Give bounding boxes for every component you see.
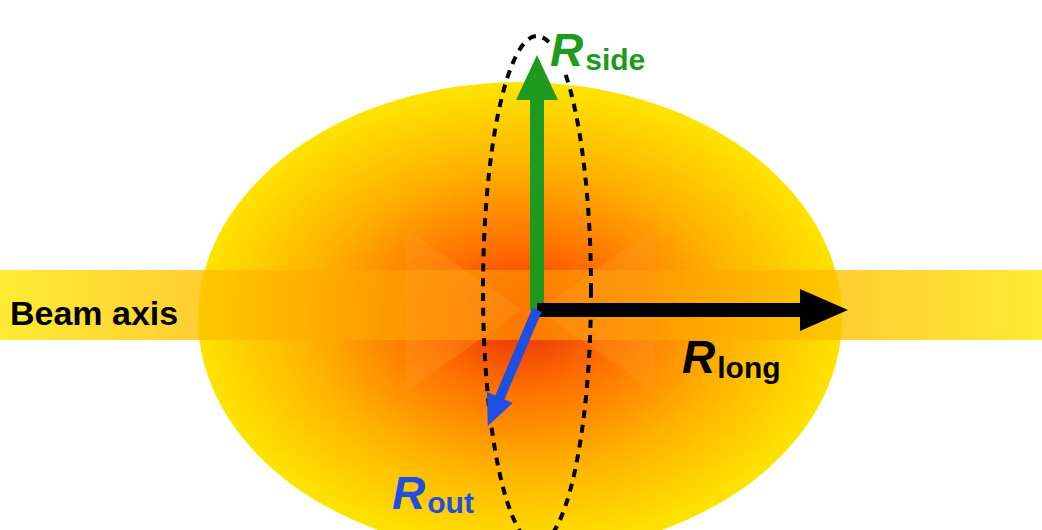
beam-arrowhead [405, 228, 522, 392]
side-arrow [516, 55, 558, 310]
long-arrow [537, 289, 848, 331]
radius-subscript: long [717, 353, 780, 383]
axis-label: Beam axis [10, 296, 178, 330]
radius-symbol: R [682, 334, 715, 380]
radius-symbol: R [392, 470, 425, 516]
out-arrow [475, 305, 550, 432]
out-arrow-shape [475, 305, 550, 432]
radius-subscript: out [427, 488, 474, 518]
beam-band [0, 270, 1042, 340]
dashed-ellipse [483, 36, 591, 530]
radius-symbol: R [550, 27, 583, 73]
radius-subscript: side [585, 45, 645, 75]
